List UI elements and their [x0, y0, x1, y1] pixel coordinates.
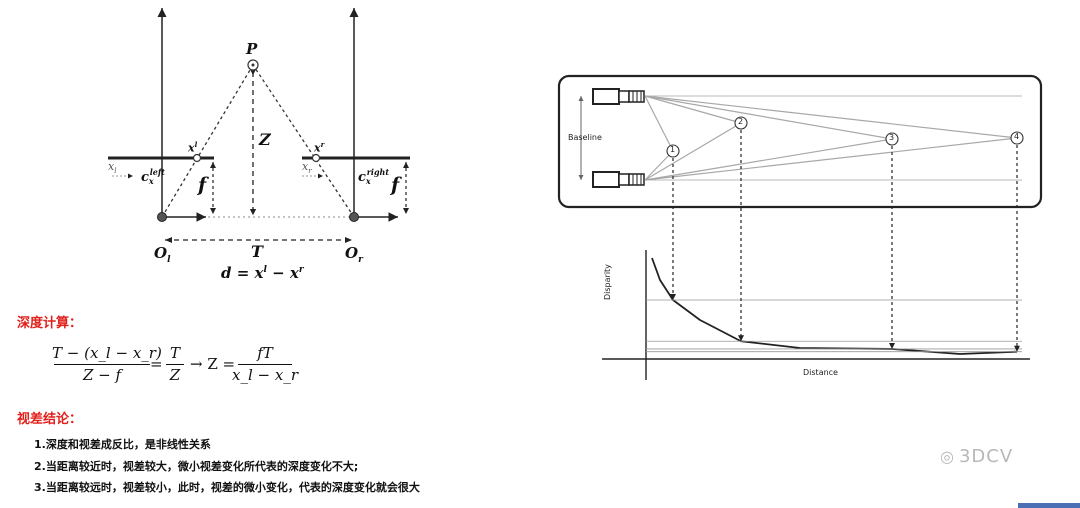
eq-den-2: Z — [169, 366, 181, 384]
label-origin-left: Ol — [154, 244, 171, 265]
eq-den-1: Z − f — [82, 366, 122, 384]
left-ray — [161, 64, 254, 218]
eq-den-3: x_l − x_r — [232, 366, 298, 384]
point-2-label: 2 — [738, 117, 744, 126]
data-point-3 — [889, 342, 895, 349]
xl-marker — [192, 153, 202, 163]
point-4-marker — [1010, 131, 1024, 145]
label-f-right: f — [391, 174, 400, 196]
label-z: Z — [259, 130, 271, 149]
label-xr: xr — [314, 140, 325, 155]
eq-num-2: T — [169, 344, 180, 362]
label-xl: xl — [188, 140, 198, 155]
eq-equals: = — [150, 355, 163, 373]
origin-left-marker — [157, 212, 167, 222]
bottom-right-bar — [1018, 503, 1080, 508]
data-point-2 — [738, 335, 744, 342]
point-1-marker — [666, 144, 680, 158]
baseline-label: Baseline — [568, 133, 602, 142]
point-4-label: 4 — [1014, 132, 1020, 141]
watermark: ◎3DCV — [940, 446, 1014, 467]
chart-ylabel: Disparity — [603, 264, 612, 300]
data-point-4 — [1014, 345, 1020, 352]
point-3-marker — [885, 132, 899, 146]
label-f-left: f — [198, 174, 207, 196]
point-2-marker — [734, 116, 748, 130]
depth-calc-title: 深度计算： — [17, 316, 83, 331]
camera-top — [592, 88, 645, 105]
point-1-label: 1 — [670, 145, 676, 154]
conclusion-item-3: 3.当距离较远时，视差较小，此时，视差的微小变化，代表的深度变化就会很大 — [34, 481, 420, 494]
stereo-rig-diagram — [557, 74, 1043, 209]
conclusion-item-1: 1.深度和视差成反比，是非线性关系 — [34, 438, 211, 451]
xr-marker — [311, 153, 321, 163]
data-point-1 — [670, 294, 676, 300]
point-3-label: 3 — [889, 133, 895, 142]
disparity-curve — [651, 257, 1018, 355]
label-cx-left: cxleft — [141, 167, 165, 186]
label-left-image-x: xl — [108, 160, 117, 176]
disparity-formula: d = xl − xr — [221, 264, 304, 282]
label-cx-right: cxright — [358, 167, 390, 186]
right-ray — [252, 64, 355, 218]
eq-num-3: fT — [257, 344, 273, 362]
origin-right-marker — [349, 212, 359, 222]
disparity-chart — [602, 130, 1030, 380]
wechat-icon: ◎ — [940, 447, 955, 466]
camera-bottom — [592, 171, 645, 188]
label-right-image-x: xr — [302, 160, 312, 176]
disparity-conclusion-title: 视差结论： — [17, 412, 83, 427]
label-t: T — [251, 242, 263, 261]
chart-xlabel: Distance — [803, 368, 838, 377]
conclusion-item-2: 2.当距离较近时，视差较大，微小视差变化所代表的深度变化不大; — [34, 460, 359, 473]
eq-arrow: → Z = — [190, 355, 236, 373]
label-p: P — [246, 40, 258, 58]
eq-num-1: T − (x_l − x_r) — [52, 344, 162, 362]
label-origin-right: Or — [345, 244, 363, 265]
